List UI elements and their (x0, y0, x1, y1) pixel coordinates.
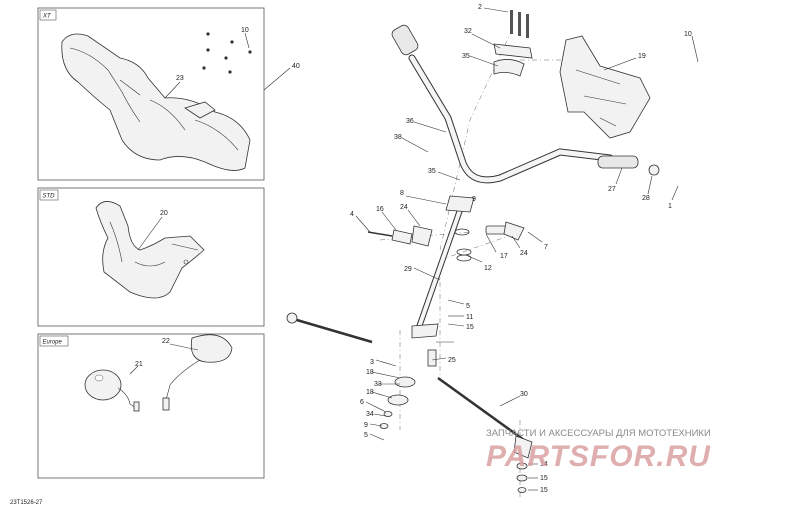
callout-6: 6 (360, 399, 364, 406)
callout-5-lower: 5 (364, 432, 368, 439)
callout-24: 24 (400, 204, 408, 211)
callout-16: 16 (376, 206, 384, 213)
leader-lines (355, 7, 699, 491)
callout-40: 40 (292, 63, 300, 70)
callout-3: 3 (370, 359, 374, 366)
left-grip (391, 24, 419, 56)
callout-35-lower: 35 (428, 168, 436, 175)
callout-11: 11 (466, 314, 473, 321)
switch-housing (559, 35, 651, 139)
inset-europe: Europe 21 22 (37, 333, 265, 479)
inset-xt-tag-box (39, 9, 57, 21)
callout-7: 7 (544, 244, 548, 251)
callout-35: 35 (462, 53, 470, 60)
right-grip (597, 155, 639, 169)
callout-15: 15 (466, 324, 474, 331)
clamp-bolts (493, 10, 533, 77)
handlebar-cover-std (95, 201, 205, 299)
callout-33: 33 (374, 381, 382, 388)
callout-20: 20 (160, 210, 168, 217)
callout-10: 10 (684, 31, 692, 38)
callout-22: 22 (162, 338, 170, 345)
callout-8: 8 (400, 190, 404, 197)
inset-std: STD 20 (37, 187, 265, 327)
callout-28: 28 (642, 195, 650, 202)
callout-4: 4 (350, 211, 354, 218)
screw-set (202, 32, 252, 74)
callout-14: 14 (540, 461, 548, 468)
inset-europe-tag: Europe (43, 340, 63, 346)
callout-18: 18 (366, 369, 374, 376)
callout-19: 19 (638, 53, 646, 60)
callout-12: 12 (484, 265, 492, 272)
inset-std-tag-box (39, 189, 59, 201)
callout-25: 25 (448, 357, 456, 364)
inset-xt: XT 10 23 40 (37, 7, 300, 181)
inset-std-tag: STD (43, 194, 56, 200)
callout-21: 21 (135, 361, 143, 368)
callout-24-right: 24 (520, 250, 528, 257)
handlebar (391, 24, 660, 184)
bracket-parts (367, 221, 525, 247)
callout-27: 27 (608, 186, 616, 193)
callout-30: 30 (520, 391, 528, 398)
callout-15-bottom: 15 (540, 487, 548, 494)
callout-32: 32 (464, 28, 472, 35)
watermark-caption: ЗАПЧАСТИ И АКСЕССУАРЫ ДЛЯ МОТОТЕХНИКИ (486, 428, 711, 439)
mirror-round (84, 369, 140, 412)
handlebar-cover-xt (61, 33, 251, 171)
callout-17: 17 (500, 253, 508, 260)
callout-1: 1 (668, 203, 672, 210)
callouts: 2 32 35 36 38 35 8 10 19 27 28 1 4 16 24… (350, 4, 692, 494)
steering-column (411, 195, 475, 339)
callout-23: 23 (176, 75, 184, 82)
lower-parts (379, 349, 528, 493)
callout-29: 29 (404, 266, 412, 273)
callout-10-inset: 10 (241, 27, 249, 34)
watermark-brand: PARTSFOR.RU (486, 440, 711, 473)
callout-9-lower: 9 (364, 422, 368, 429)
bar-end (648, 164, 660, 176)
callout-9: 9 (472, 196, 476, 203)
callout-34: 34 (366, 411, 374, 418)
inset-europe-tag-box (39, 335, 69, 347)
inset-xt-tag: XT (42, 14, 52, 20)
callout-2: 2 (478, 4, 482, 11)
callout-18-lower: 18 (366, 389, 374, 396)
watermark: ЗАПЧАСТИ И АКСЕССУАРЫ ДЛЯ МОТОТЕХНИКИ PA… (486, 428, 711, 473)
callout-5: 5 (466, 303, 470, 310)
callout-36: 36 (406, 118, 414, 125)
callout-38: 38 (394, 134, 402, 141)
mirror-oval (162, 334, 233, 411)
diagram-code: 23T1526-27 (10, 500, 43, 506)
tie-rods (286, 312, 533, 459)
callout-15-lower: 15 (540, 475, 548, 482)
